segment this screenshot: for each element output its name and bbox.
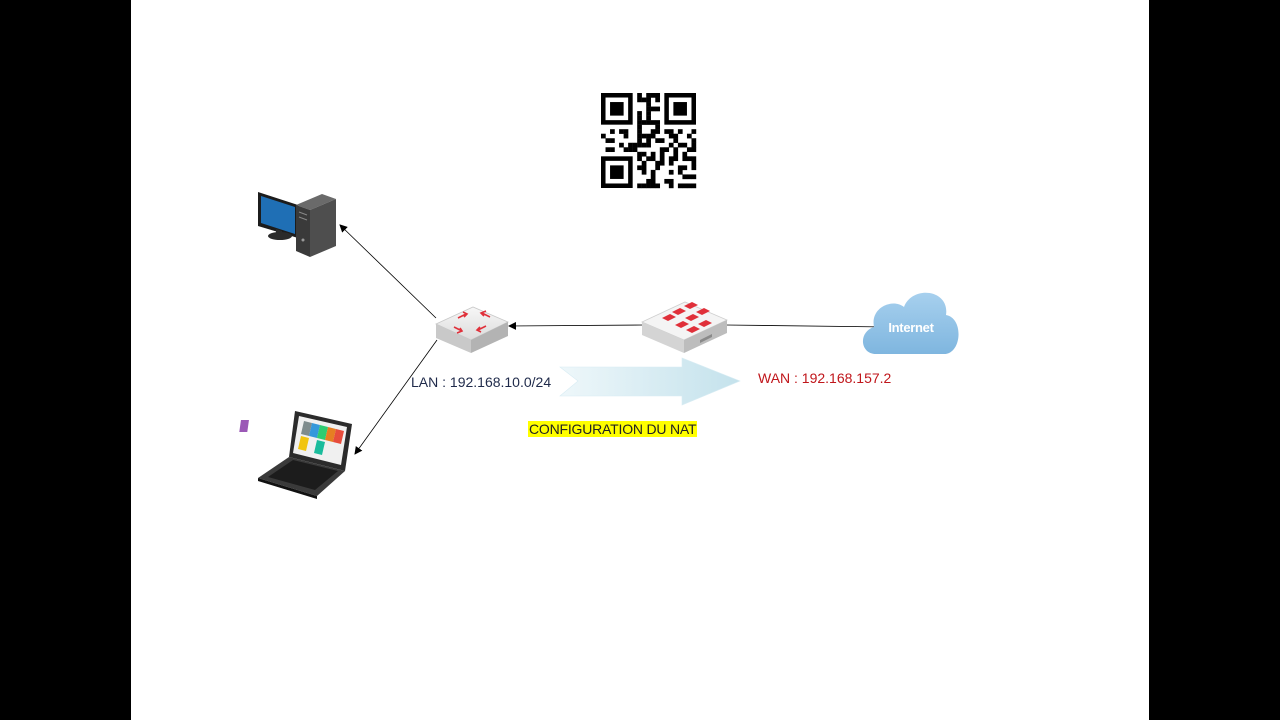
cloud-icon (862, 292, 959, 354)
connection-lines (339, 224, 889, 455)
link-firewall-switch (508, 321, 645, 330)
nat-direction-arrow (559, 357, 741, 406)
firewall-icon (641, 301, 728, 353)
laptop-icon (239, 411, 352, 499)
internet-cloud-label: Internet (888, 320, 934, 335)
link-switch-laptop (354, 339, 438, 455)
link-switch-desktop (339, 224, 437, 319)
desktop-computer-icon (258, 192, 336, 257)
lan-subnet-label: LAN : 192.168.10.0/24 (411, 374, 552, 390)
qr-code-icon (601, 93, 697, 189)
network-switch-icon (435, 306, 509, 353)
wan-address-label: WAN : 192.168.157.2 (758, 370, 892, 386)
nat-configuration-title: CONFIGURATION DU NAT (528, 421, 698, 437)
link-firewall-internet (725, 322, 889, 331)
